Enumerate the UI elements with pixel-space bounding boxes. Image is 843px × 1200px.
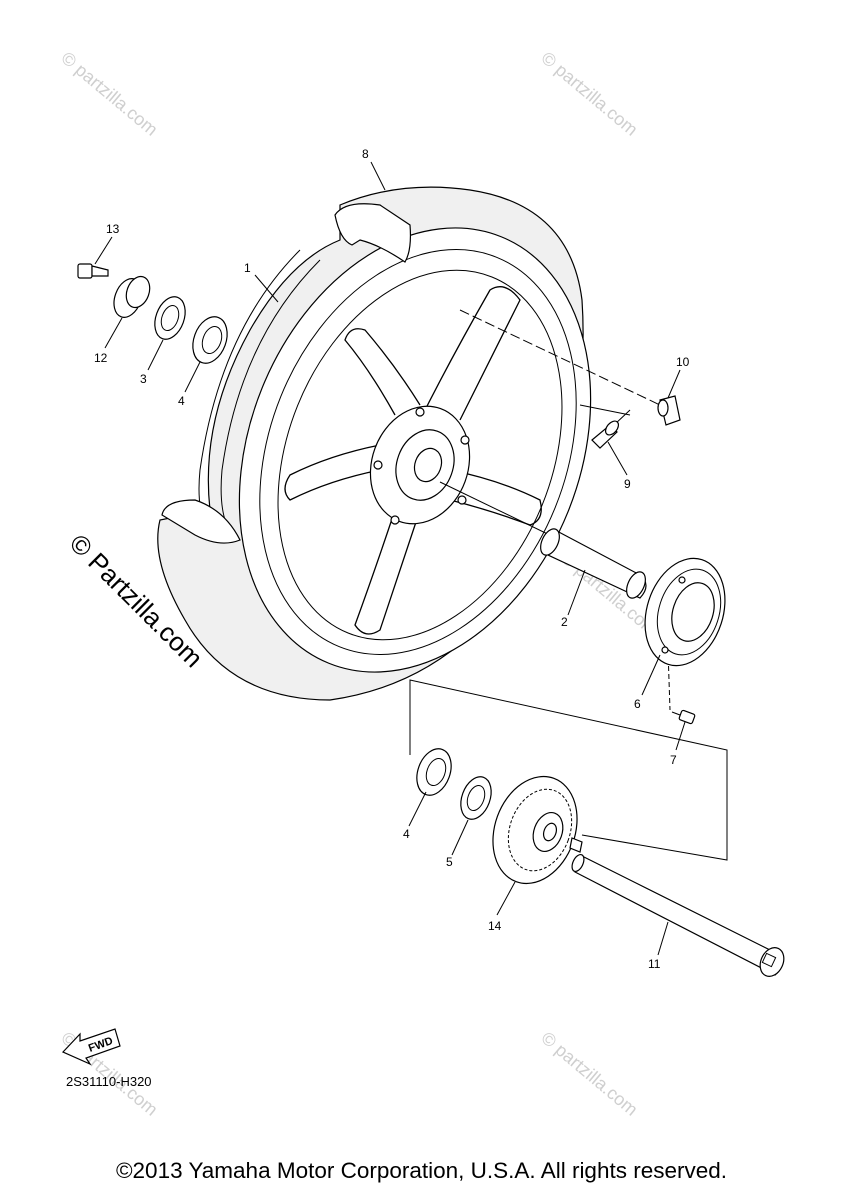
callout-labels: 8 1 13 12 3 4 10 9 2 6 7 4 5 14 11 <box>94 147 690 971</box>
part-11-axle <box>571 853 785 977</box>
leader-lines <box>94 161 686 956</box>
fwd-arrow-icon: FWD <box>61 1028 121 1066</box>
callout-3: 3 <box>140 372 147 386</box>
watermark-top-left: © partzilla.com <box>57 48 161 140</box>
part-13-bolt <box>77 263 109 279</box>
part-4-bearing-top <box>192 316 228 364</box>
part-5-seal <box>460 776 492 820</box>
callout-4-top: 4 <box>178 394 185 408</box>
callout-1: 1 <box>244 261 251 275</box>
part-14-gear-unit <box>492 775 583 885</box>
wheel-assembly <box>157 186 592 701</box>
hub-bolt-holes <box>373 407 470 525</box>
part-12-collar <box>113 275 151 318</box>
part-6-disc <box>644 557 726 667</box>
part-7-screw <box>671 709 696 725</box>
rim-inner-2 <box>277 269 563 641</box>
tire-cut-bottom <box>161 499 241 544</box>
callout-4-bottom: 4 <box>403 827 410 841</box>
watermark-bottom-right: © partzilla.com <box>537 1028 641 1120</box>
assembly-lines <box>409 309 728 861</box>
callout-14: 14 <box>488 919 502 933</box>
callout-8: 8 <box>362 147 369 161</box>
callout-11: 11 <box>648 957 661 971</box>
part-10-cap <box>657 395 681 426</box>
part-2-spacer <box>540 528 647 599</box>
callout-10: 10 <box>676 355 690 369</box>
wheel-hub-bore <box>413 447 443 483</box>
diagram-code: 2S31110-H320 <box>66 1074 152 1089</box>
wheel-spokes <box>284 286 542 635</box>
part-3-seal <box>154 296 186 340</box>
rim-back-edge-2 <box>220 259 321 536</box>
callout-6: 6 <box>634 697 641 711</box>
callout-2: 2 <box>561 615 568 629</box>
part-4-bearing-bottom <box>416 748 452 796</box>
callout-7: 7 <box>670 753 677 767</box>
rim-inner-1 <box>259 249 577 655</box>
part-9-valve <box>591 420 620 449</box>
callout-12: 12 <box>94 351 108 365</box>
tire-cut-top <box>334 203 412 263</box>
callout-5: 5 <box>446 855 453 869</box>
watermark-top-right: © partzilla.com <box>537 48 641 140</box>
copyright-footer: ©2013 Yamaha Motor Corporation, U.S.A. A… <box>115 1158 728 1183</box>
callout-9: 9 <box>624 477 631 491</box>
callout-13: 13 <box>106 222 120 236</box>
